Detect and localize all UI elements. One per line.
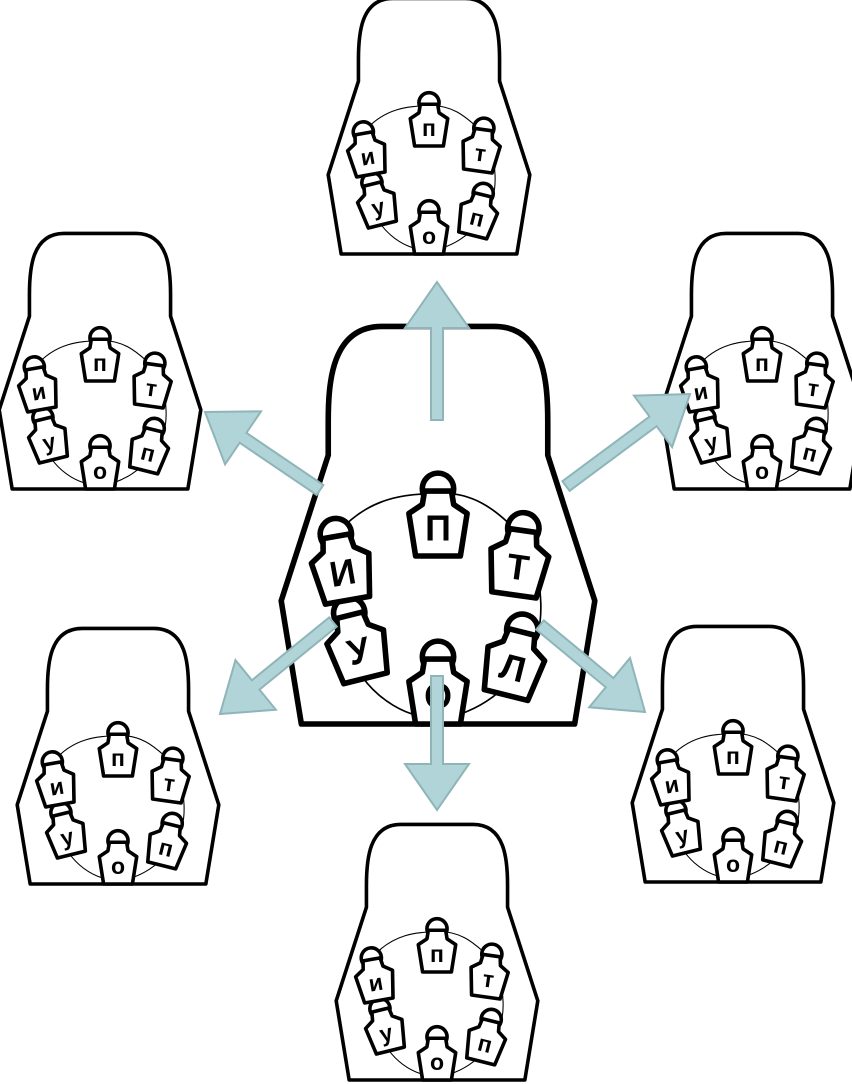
arrow-upper-left: [203, 410, 325, 497]
person-figure: и: [676, 355, 725, 415]
person-figure: т: [465, 942, 512, 1002]
person-figure: Л: [478, 611, 555, 703]
figure-letter: п: [755, 350, 769, 376]
person-figure: п: [141, 811, 192, 872]
figure-letter: о: [755, 458, 769, 484]
figure-letter: т: [473, 139, 488, 166]
person-figure: о: [97, 828, 139, 886]
figure-letter: п: [138, 439, 158, 468]
person-figure: п: [123, 416, 174, 477]
person-figure: П: [409, 470, 467, 556]
figure-letter: т: [777, 767, 792, 794]
doll-lower-right: п т п о уи: [630, 624, 836, 884]
figure-letter: у: [40, 428, 59, 456]
figure-letter: п: [475, 1030, 495, 1059]
figure-letter: у: [369, 193, 388, 221]
figure-letter: п: [430, 941, 444, 967]
figure-letter: о: [422, 223, 436, 249]
person-figure: у: [685, 405, 736, 466]
figure-letter: п: [800, 439, 820, 468]
person-figure: и: [343, 120, 392, 180]
figure-letter: и: [358, 143, 376, 171]
person-figure: т: [457, 116, 504, 176]
person-figure: п: [79, 325, 121, 383]
figure-letter: у: [58, 823, 77, 851]
figure-letter: о: [430, 1049, 444, 1075]
person-figure: т: [128, 351, 175, 411]
doll-upper-right: п т п о уи: [659, 231, 852, 491]
figure-letter: и: [662, 771, 680, 799]
figure-letter: т: [144, 374, 159, 401]
person-figure: и: [351, 946, 400, 1006]
figure-letter: у: [673, 821, 692, 849]
figure-letter: п: [93, 350, 107, 376]
person-figure: о: [741, 433, 783, 491]
person-figure: о: [712, 826, 754, 884]
figure-letter: П: [425, 508, 451, 548]
figure-letter: и: [29, 378, 47, 406]
doll-bottom: п т п о уи: [334, 822, 540, 1082]
figure-letter: о: [111, 853, 125, 879]
figure-letter: о: [726, 851, 740, 877]
person-figure: п: [416, 916, 458, 974]
figure-letter: и: [366, 969, 384, 997]
figure-letter: о: [93, 458, 107, 484]
arrow-down: [403, 675, 471, 812]
arrow-up: [403, 280, 471, 421]
person-figure: т: [761, 744, 808, 804]
person-figure: о: [416, 1024, 458, 1082]
person-figure: п: [712, 718, 754, 776]
person-figure: о: [79, 433, 121, 491]
person-figure: у: [360, 996, 411, 1057]
figure-letter: п: [156, 834, 176, 863]
person-figure: и: [32, 750, 81, 810]
person-figure: п: [741, 325, 783, 383]
person-figure: п: [452, 181, 503, 242]
person-figure: у: [352, 170, 403, 231]
person-figure: т: [790, 351, 837, 411]
arrow-lower-right: [534, 618, 647, 714]
person-figure: у: [41, 800, 92, 861]
figure-letter: т: [481, 965, 496, 992]
person-figure: п: [756, 809, 807, 870]
figure-letter: у: [702, 428, 721, 456]
figure-letter: и: [47, 773, 65, 801]
figure-letter: п: [422, 115, 436, 141]
person-figure: у: [656, 798, 707, 859]
person-figure: И: [304, 515, 376, 606]
figure-letter: п: [726, 743, 740, 769]
figure-letter: п: [771, 832, 791, 861]
arrow-lower-left: [218, 615, 339, 716]
person-figure: и: [14, 355, 63, 415]
person-figure: и: [647, 748, 696, 808]
person-figure: т: [146, 746, 193, 806]
arrow-upper-right: [561, 392, 692, 493]
doll-upper-left: п т п о уи: [0, 231, 203, 491]
person-figure: п: [97, 720, 139, 778]
arrows-layer: [203, 280, 692, 812]
person-figure: п: [460, 1007, 511, 1068]
person-figure: п: [785, 416, 836, 477]
person-figure: о: [408, 198, 450, 256]
figure-letter: т: [806, 374, 821, 401]
figure-letter: п: [111, 745, 125, 771]
person-figure: п: [408, 90, 450, 148]
doll-top: п т п о уи: [326, 0, 532, 256]
doll-lower-left: п т п о уи: [15, 626, 221, 886]
person-figure: Т: [485, 509, 554, 599]
figure-letter: п: [467, 204, 487, 233]
figure-letter: т: [162, 769, 177, 796]
figure-letter: у: [377, 1019, 396, 1047]
figure-letter: и: [691, 378, 709, 406]
